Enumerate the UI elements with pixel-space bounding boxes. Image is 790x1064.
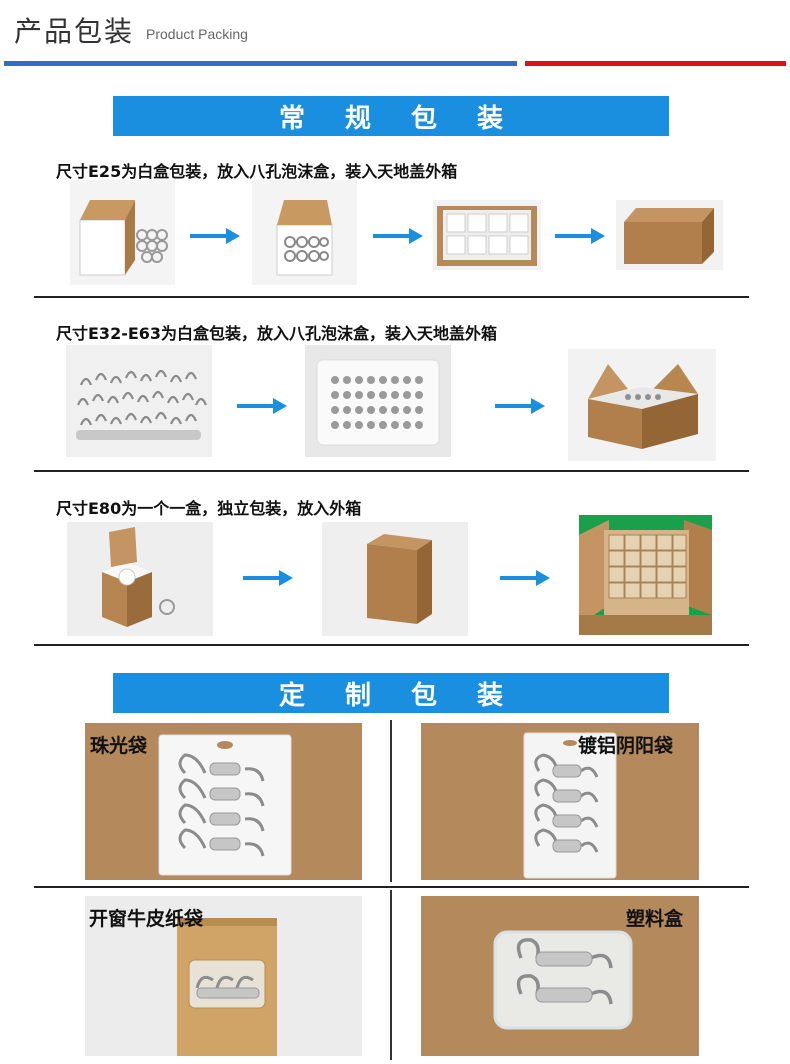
row1-photo-outer-carton — [616, 200, 723, 270]
row3-caption: 尺寸E80为一个一盒，独立包装，放入外箱 — [56, 499, 362, 518]
row3-divider — [34, 644, 749, 646]
custom-label-pearl-bag: 珠光袋 — [90, 735, 148, 757]
custom-photo-pearl-bag — [85, 723, 362, 880]
page-title: 产品包装 — [14, 15, 135, 48]
row1-caption: 尺寸E25为白盒包装，放入八孔泡沫盒，装入天地盖外箱 — [56, 162, 458, 181]
row2-caption: 尺寸E32-E63为白盒包装，放入八孔泡沫盒，装入天地盖外箱 — [56, 324, 498, 343]
row2-arrow-2 — [495, 398, 545, 414]
regular-packaging-banner-text: 常规包装 — [278, 103, 543, 134]
header-bar-blue — [4, 61, 517, 66]
custom-vline-top — [390, 720, 392, 882]
custom-label-kraft-window-bag: 开窗牛皮纸袋 — [89, 908, 204, 930]
custom-label-plastic-box: 塑料盒 — [626, 908, 684, 930]
row1-photo-white-box-with-hooks — [70, 180, 175, 285]
regular-packaging-banner: 常规包装 — [113, 96, 669, 136]
row1-divider — [34, 296, 749, 298]
custom-photo-kraft-window-bag — [85, 896, 362, 1056]
row2-arrow-1 — [237, 398, 287, 414]
row2-photo-open-carton — [568, 349, 716, 461]
row3-photo-carton-full-boxes — [579, 515, 712, 635]
custom-photo-aluminum-bag — [421, 723, 699, 880]
row1-photo-foam-tray-boxes — [433, 200, 541, 270]
row1-arrow-3 — [555, 228, 605, 244]
row2-photo-foam-tray-hooks — [305, 345, 451, 457]
page-subtitle: Product Packing — [146, 26, 248, 42]
custom-label-aluminum-bag: 镀铝阴阳袋 — [578, 735, 674, 757]
row3-arrow-1 — [243, 570, 293, 586]
row1-arrow-2 — [373, 228, 423, 244]
header-bar-red — [525, 61, 786, 66]
row3-photo-single-box-open — [67, 522, 213, 636]
row1-arrow-1 — [190, 228, 240, 244]
row1-photo-white-box-filled — [252, 180, 357, 285]
row2-photo-pile-of-hooks — [66, 345, 212, 457]
custom-vline-bottom — [390, 890, 392, 1060]
row3-arrow-2 — [500, 570, 550, 586]
custom-packaging-banner: 定制包装 — [113, 673, 669, 713]
row2-divider — [34, 470, 749, 472]
custom-photo-plastic-box — [421, 896, 699, 1056]
custom-divider — [34, 886, 749, 888]
custom-packaging-banner-text: 定制包装 — [278, 680, 543, 711]
row3-photo-closed-box — [322, 522, 468, 636]
